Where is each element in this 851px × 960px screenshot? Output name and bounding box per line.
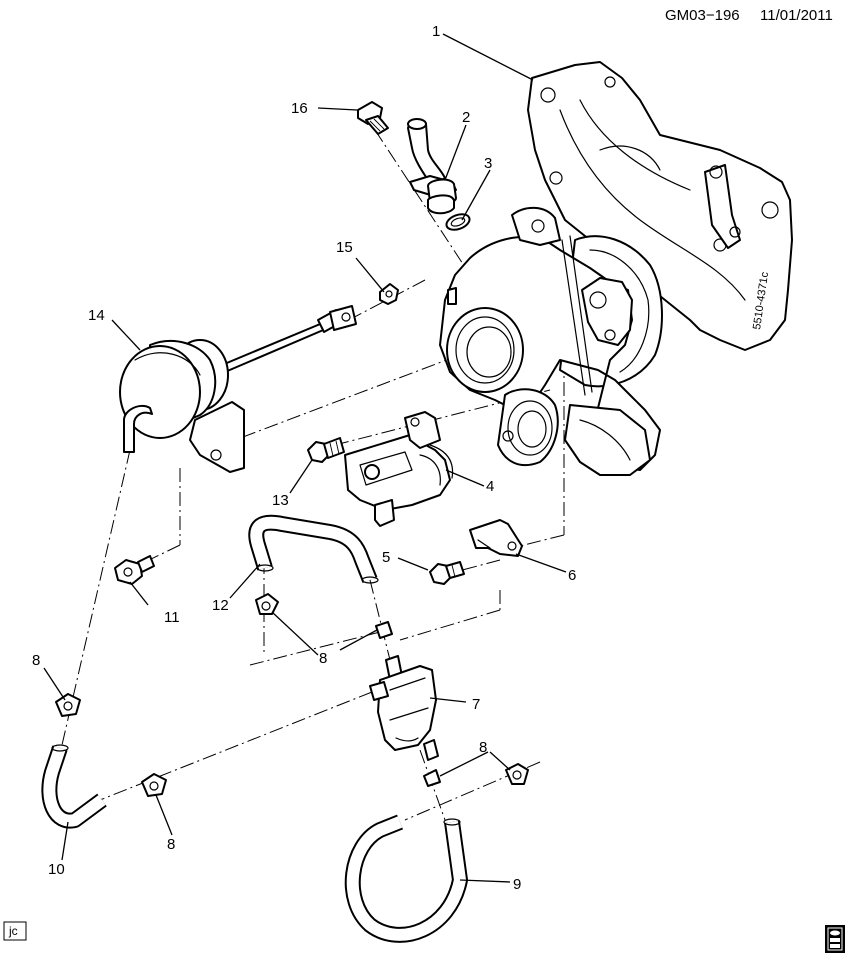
clamp-8-left — [55, 693, 81, 717]
turbocharger-assembly: 5510-4371c — [439, 61, 793, 476]
callout-9: 9 — [513, 876, 521, 893]
callout-2: 2 — [462, 109, 470, 126]
sensor-4 — [344, 411, 454, 527]
callout-8-left: 8 — [32, 652, 40, 669]
assembly-centerlines — [61, 129, 593, 821]
clamp-8-right — [505, 763, 529, 785]
callout-15: 15 — [336, 239, 353, 256]
callout-8-upper: 8 — [319, 650, 327, 667]
clamp-8-upper — [255, 593, 279, 615]
callout-13: 13 — [272, 492, 289, 509]
artist-mark: jc — [3, 921, 27, 941]
callout-8-right: 8 — [479, 739, 487, 756]
callout-16: 16 — [291, 100, 308, 117]
clip-15 — [379, 283, 399, 305]
pipe-fitting-2 — [407, 118, 457, 215]
callout-labels: 1 2 3 16 15 14 13 4 5 6 12 11 8 7 8 8 8 … — [32, 23, 576, 893]
clamp-8-mid — [375, 621, 393, 639]
callout-8-lower: 8 — [167, 836, 175, 853]
callout-10: 10 — [48, 861, 65, 878]
hose-10 — [41, 744, 107, 829]
hose-9 — [344, 814, 468, 943]
callout-6: 6 — [568, 567, 576, 584]
solenoid-valve-7 — [369, 655, 439, 761]
bracket-6 — [469, 519, 523, 557]
callout-1: 1 — [432, 23, 440, 40]
callout-5: 5 — [382, 549, 390, 566]
gm-spo-logo — [825, 925, 845, 953]
callout-3: 3 — [484, 155, 492, 172]
clamp-8-center — [423, 769, 441, 787]
hose-12 — [248, 514, 379, 584]
bolt-13 — [307, 437, 345, 463]
callout-12: 12 — [212, 597, 229, 614]
leader-lines — [43, 33, 567, 883]
diagram-code: GM03−196 — [665, 7, 740, 24]
callout-7: 7 — [472, 696, 480, 713]
diagram-date: 11/01/2011 — [760, 7, 833, 24]
wastegate-actuator-14 — [119, 305, 357, 473]
svg-text:jc: jc — [8, 924, 18, 938]
turbo-exhaust-flange — [527, 61, 793, 351]
compressor-inlet — [446, 307, 524, 393]
bolt-11 — [114, 555, 155, 585]
clamp-8-lower — [141, 773, 167, 797]
callout-11: 11 — [164, 609, 180, 626]
callout-14: 14 — [88, 307, 105, 324]
bolt-5 — [429, 561, 465, 585]
callout-4: 4 — [486, 478, 494, 495]
bolt-16 — [357, 101, 389, 135]
gasket-3 — [445, 213, 471, 231]
